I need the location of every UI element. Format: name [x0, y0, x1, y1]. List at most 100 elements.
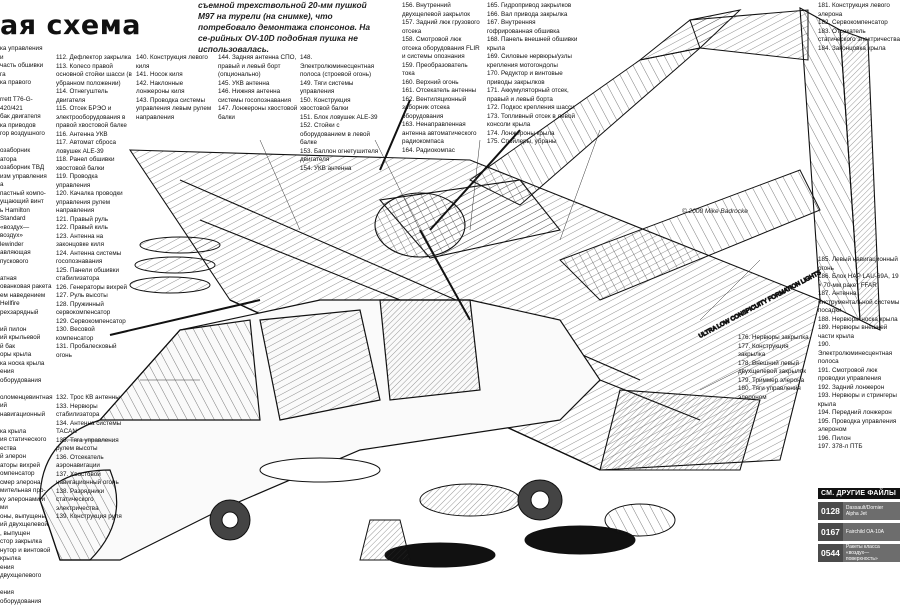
legend-item: 117. Автомат сброса ловушек ALE-39	[56, 139, 116, 155]
legend-item: 158. Смотровой люк отсека оборудования F…	[402, 36, 480, 60]
legend-item: 126. Генераторы вихрей	[56, 283, 127, 291]
legend-item: 143. Проводка системы управления левым р…	[136, 96, 212, 121]
legend-item: 194. Передний лонжерон	[818, 409, 892, 416]
legend-item: стор закрылка	[0, 538, 42, 545]
legend-item: и	[0, 53, 4, 61]
legend-item: 121. Правый руль	[56, 215, 109, 223]
legend-item: 177. Конструкция закрылка	[738, 342, 789, 359]
legend-item	[56, 360, 132, 369]
legend-item: Hellfire	[0, 300, 20, 307]
legend-item: 193. Нервюры и стрингеры крыла	[818, 392, 897, 408]
legend-item: ка управления	[0, 45, 43, 52]
legend-item: 182. Сервокомпенсатор	[818, 19, 888, 26]
legend-item	[0, 385, 52, 394]
legend-item: 116. Антенна УКВ	[56, 130, 108, 138]
legend-item: 115. Отсек БРЭО и электрооборудования в …	[56, 105, 127, 129]
legend-item: изм управления	[0, 172, 47, 180]
legend-item: 164. Радиокомпас	[402, 146, 455, 154]
legend-item	[56, 377, 132, 386]
see-also-label: Dassault/Dornier Alpha Jet	[845, 505, 884, 517]
legend-item: оны, выпущены	[0, 512, 47, 520]
legend-item: ь Hamilton	[0, 206, 30, 214]
legend-item: аторы вихрей	[0, 461, 40, 469]
intro-text: съемной трехствольной 20-мм пушкой М97 н…	[198, 0, 370, 54]
legend-item: 162. Вентиляционный заборник отсека обор…	[402, 95, 467, 120]
legend-item: 159. Преобразователь тока	[402, 61, 468, 78]
legend-item: 125. Панели обшивки стабилизатора	[56, 266, 120, 283]
legend-item: 174. Лонжероны крыла	[487, 129, 555, 137]
legend-item: 197. 378-л ПТБ	[818, 443, 863, 450]
legend-item: 175. Спойлеры, убраны	[487, 138, 557, 145]
legend-item: 166. Вал привода закрылка	[487, 10, 568, 18]
copyright-notice: © 2000 Mike Badrocke	[682, 208, 748, 215]
legend-item: 192. Задний лонжерон	[818, 383, 885, 391]
legend-item: 161. Отсекатель антенны	[402, 87, 477, 94]
legend-item: 173. Топливный отсек в левой консоли кры…	[487, 112, 575, 129]
legend-item: 154. УКВ антенна	[300, 164, 352, 172]
legend-item: 127. Руль высоты	[56, 292, 108, 299]
legend-item: ованковая ракета	[0, 283, 52, 290]
legend-item: rrett T76-G-420/421	[0, 96, 33, 112]
legend-item: атора	[0, 155, 17, 163]
legend-item: гор воздушного	[0, 130, 45, 137]
legend-item: омпенсатор	[0, 470, 35, 477]
legend-item: часть обшивки	[0, 62, 44, 69]
legend-item: оломенцевинтная	[0, 393, 53, 401]
see-also-item[interactable]: 0544 Ракеты класса «воздух—поверхность»	[818, 544, 900, 562]
legend-item: ка носка крыла	[0, 359, 45, 367]
legend-item: авляющая пускового	[0, 249, 31, 265]
see-also-label: Fairchild OA-10A	[845, 529, 884, 535]
legend-item	[56, 386, 132, 395]
see-also-label: Ракеты класса «воздух—поверхность»	[845, 544, 880, 562]
weapons-stores	[109, 236, 676, 568]
legend-item: й бак	[0, 342, 15, 350]
legend-item: смер элерона	[0, 478, 41, 486]
legend-item	[56, 369, 132, 378]
see-also-item[interactable]: 0128 Dassault/Dornier Alpha Jet	[818, 502, 900, 520]
legend-item: 188. Нервюры носка крыла	[818, 315, 898, 323]
legend-item: озаборник	[0, 147, 31, 154]
legend-item: 130. Весовой компенсатор	[56, 326, 95, 342]
page-title: ая схема	[0, 10, 141, 41]
legend-item: 142. Наклонные лонжероны киля	[136, 79, 185, 96]
legend-item: ем наведением	[0, 291, 46, 299]
legend-item: нутор и винтовой	[0, 546, 51, 554]
legend-item: 171. Аккумуляторный отсек, правый и левы…	[487, 87, 569, 103]
legend-item: ка правого	[0, 79, 31, 86]
legend-item: 137. Хвостовой навигационный огонь	[56, 470, 119, 487]
legend-item: 144. Задняя антенна СПО, правый и левый …	[218, 54, 297, 78]
legend-item: 132. Трос КВ антенны	[56, 394, 120, 401]
legend-column-5: 148. Электролюминесцентная полоса (строе…	[300, 54, 380, 173]
legend-item: рехзарядный	[0, 308, 39, 316]
legend-item: 185. Левый навигационный огонь	[818, 256, 898, 272]
legend-item: , выпущен	[0, 529, 31, 537]
legend-item: 191. Смотровой люк проводки управления	[818, 366, 882, 383]
legend-item: 128. Пружинный сервокомпенсатор	[56, 300, 111, 317]
legend-item: 180. Тяги управления элероном	[738, 385, 801, 401]
legend-item: 112. Дефлектор закрылка	[56, 54, 132, 61]
legend-item: 145. УКВ антенна	[218, 79, 270, 87]
legend-item: 167. Внутренняя гофрированная обшивка	[487, 19, 560, 35]
legend-item: ку элеронами и	[0, 495, 46, 503]
legend-item: ий пилон	[0, 325, 27, 333]
legend-item: ий крыльевой	[0, 334, 41, 341]
legend-item: ия статического	[0, 436, 47, 443]
see-also-item[interactable]: 0167 Fairchild OA-10A	[818, 523, 900, 541]
legend-item: крылка	[0, 555, 21, 562]
legend-item: 119. Проводка управления	[56, 173, 98, 189]
legend-item: мительная про-	[0, 487, 46, 494]
see-also-panel: СМ. ДРУГИЕ ФАЙЛЫ 0128 Dassault/Dornier A…	[818, 488, 900, 562]
legend-item: 187. Антенна инструментальной системы по…	[818, 290, 900, 314]
legend-item: 170. Редуктор и винтовые приводы закрылк…	[487, 70, 563, 86]
see-also-code: 0167	[818, 523, 843, 541]
legend-item: ения оборудования	[0, 368, 42, 384]
legend-item: 195. Проводка управления элероном	[818, 417, 897, 434]
legend-item: 114. Отнегуштель двигателя	[56, 88, 108, 104]
aircraft-cutaway-illustration: ULTRA LOW CONSPICUITY FORMATION LIGHTS	[39, 7, 881, 568]
legend-item: ущающий винт	[0, 198, 44, 205]
legend-item: 131. Пробалесковый огонь	[56, 343, 117, 359]
legend-item	[0, 317, 52, 326]
